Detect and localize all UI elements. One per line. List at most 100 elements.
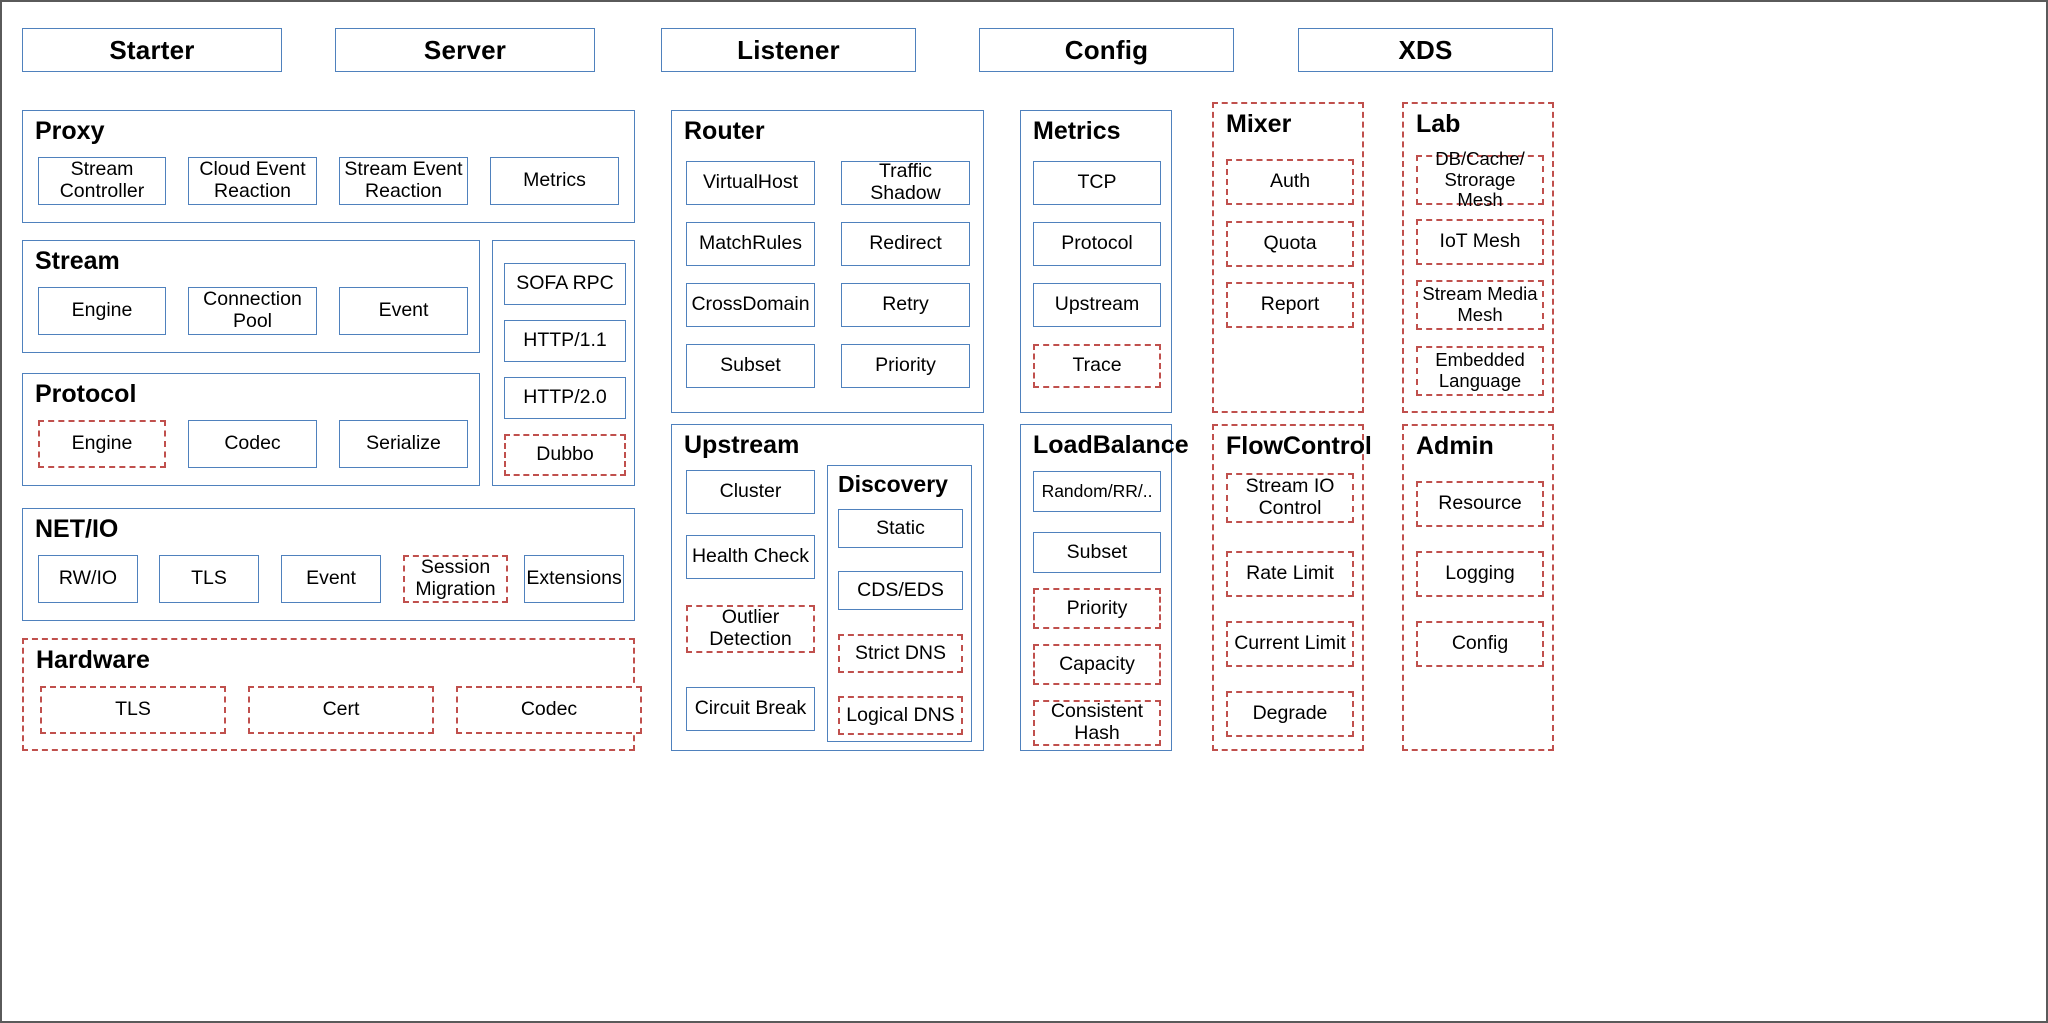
box-retry[interactable]: Retry [841, 283, 970, 327]
box-proxy-metrics[interactable]: Metrics [490, 157, 619, 205]
header-server-label: Server [423, 34, 507, 65]
box-redirect[interactable]: Redirect [841, 222, 970, 266]
box-hardware-codec[interactable]: Codec [456, 686, 642, 734]
box-outlier-detection[interactable]: Outlier Detection [686, 605, 815, 653]
box-dubbo[interactable]: Dubbo [504, 434, 626, 476]
box-matchrules[interactable]: MatchRules [686, 222, 815, 266]
box-netio-event[interactable]: Event [281, 555, 381, 603]
box-stream-io-control[interactable]: Stream IO Control [1226, 473, 1354, 523]
box-crossdomain[interactable]: CrossDomain [686, 283, 815, 327]
group-metrics-title: Metrics [1033, 117, 1121, 145]
group-proxy: Proxy Stream Controller Cloud Event Reac… [22, 110, 635, 223]
group-lab: Lab DB/Cache/ Strorage Mesh IoT Mesh Str… [1402, 102, 1554, 413]
group-router-title: Router [684, 117, 765, 145]
header-listener[interactable]: Listener [661, 28, 916, 72]
box-quota[interactable]: Quota [1226, 221, 1354, 267]
box-netio-tls[interactable]: TLS [159, 555, 259, 603]
box-iot-mesh[interactable]: IoT Mesh [1416, 219, 1544, 265]
group-stream-title: Stream [35, 247, 120, 275]
box-lb-priority[interactable]: Priority [1033, 588, 1161, 629]
box-protocol-serialize[interactable]: Serialize [339, 420, 468, 468]
group-loadbalance-title: LoadBalance [1033, 431, 1189, 459]
box-auth[interactable]: Auth [1226, 159, 1354, 205]
box-stream-controller[interactable]: Stream Controller [38, 157, 166, 205]
box-extensions[interactable]: Extensions [524, 555, 624, 603]
box-current-limit[interactable]: Current Limit [1226, 621, 1354, 667]
box-stream-media-mesh[interactable]: Stream Media Mesh [1416, 280, 1544, 330]
box-cluster[interactable]: Cluster [686, 470, 815, 514]
box-protocol-engine[interactable]: Engine [38, 420, 166, 468]
group-protocols: SOFA RPC HTTP/1.1 HTTP/2.0 Dubbo [492, 240, 635, 486]
header-xds[interactable]: XDS [1298, 28, 1553, 72]
group-metrics: Metrics TCP Protocol Upstream Trace [1020, 110, 1172, 413]
box-consistent-hash[interactable]: Consistent Hash [1033, 700, 1161, 746]
box-sofa-rpc[interactable]: SOFA RPC [504, 263, 626, 305]
box-admin-config[interactable]: Config [1416, 621, 1544, 667]
header-listener-label: Listener [737, 34, 840, 65]
header-starter-label: Starter [109, 34, 195, 65]
box-embedded-language[interactable]: Embedded Language [1416, 346, 1544, 396]
group-router: Router VirtualHost Traffic Shadow MatchR… [671, 110, 984, 413]
group-flowcontrol-title: FlowControl [1226, 432, 1372, 460]
box-stream-event-reaction[interactable]: Stream Event Reaction [339, 157, 468, 205]
box-metrics-tcp[interactable]: TCP [1033, 161, 1161, 205]
group-protocol-title: Protocol [35, 380, 137, 408]
box-logical-dns[interactable]: Logical DNS [838, 696, 963, 735]
box-db-cache-storage-mesh[interactable]: DB/Cache/ Strorage Mesh [1416, 148, 1544, 210]
box-virtualhost[interactable]: VirtualHost [686, 161, 815, 205]
box-stream-event[interactable]: Event [339, 287, 468, 335]
group-discovery: Discovery Static CDS/EDS Strict DNS Logi… [827, 465, 972, 742]
group-discovery-title: Discovery [838, 471, 948, 497]
group-mixer-title: Mixer [1226, 110, 1292, 138]
box-stream-engine[interactable]: Engine [38, 287, 166, 335]
box-strict-dns[interactable]: Strict DNS [838, 634, 963, 673]
group-admin: Admin Resource Logging Config [1402, 424, 1554, 751]
group-upstream-title: Upstream [684, 431, 800, 459]
group-netio-title: NET/IO [35, 515, 119, 543]
group-admin-title: Admin [1416, 432, 1494, 460]
box-logging[interactable]: Logging [1416, 551, 1544, 597]
box-connection-pool[interactable]: Connection Pool [188, 287, 317, 335]
box-hardware-cert[interactable]: Cert [248, 686, 434, 734]
box-lb-subset[interactable]: Subset [1033, 532, 1161, 573]
box-session-migration[interactable]: Session Migration [403, 555, 508, 603]
header-starter[interactable]: Starter [22, 28, 282, 72]
box-cloud-event-reaction[interactable]: Cloud Event Reaction [188, 157, 317, 205]
box-rw-io[interactable]: RW/IO [38, 555, 138, 603]
box-random-rr[interactable]: Random/RR/.. [1033, 471, 1161, 512]
box-health-check[interactable]: Health Check [686, 535, 815, 579]
box-traffic-shadow[interactable]: Traffic Shadow [841, 160, 970, 205]
box-static[interactable]: Static [838, 509, 963, 548]
box-metrics-upstream[interactable]: Upstream [1033, 283, 1161, 327]
box-router-priority[interactable]: Priority [841, 344, 970, 388]
group-hardware: Hardware TLS Cert Codec [22, 638, 642, 751]
box-lb-capacity[interactable]: Capacity [1033, 644, 1161, 685]
group-flowcontrol: FlowControl Stream IO Control Rate Limit… [1212, 424, 1372, 751]
box-metrics-trace[interactable]: Trace [1033, 344, 1161, 388]
group-hardware-title: Hardware [36, 646, 150, 674]
group-mixer: Mixer Auth Quota Report [1212, 102, 1364, 413]
box-circuit-break[interactable]: Circuit Break [686, 687, 815, 731]
group-stream: Stream Engine Connection Pool Event [22, 240, 480, 353]
box-http11[interactable]: HTTP/1.1 [504, 320, 626, 362]
header-config[interactable]: Config [979, 28, 1234, 72]
box-report[interactable]: Report [1226, 282, 1354, 328]
header-config-label: Config [1064, 34, 1149, 65]
box-cds-eds[interactable]: CDS/EDS [838, 571, 963, 610]
box-router-subset[interactable]: Subset [686, 344, 815, 388]
box-protocol-codec[interactable]: Codec [188, 420, 317, 468]
box-http20[interactable]: HTTP/2.0 [504, 377, 626, 419]
box-resource[interactable]: Resource [1416, 481, 1544, 527]
group-protocol: Protocol Engine Codec Serialize [22, 373, 480, 486]
box-metrics-protocol[interactable]: Protocol [1033, 222, 1161, 266]
header-xds-label: XDS [1398, 34, 1453, 65]
box-rate-limit[interactable]: Rate Limit [1226, 551, 1354, 597]
group-upstream: Upstream Cluster Health Check Outlier De… [671, 424, 984, 751]
group-lab-title: Lab [1416, 110, 1461, 138]
box-hardware-tls[interactable]: TLS [40, 686, 226, 734]
header-server[interactable]: Server [335, 28, 595, 72]
box-degrade[interactable]: Degrade [1226, 691, 1354, 737]
group-netio: NET/IO RW/IO TLS Event Session Migration… [22, 508, 635, 621]
group-loadbalance: LoadBalance Random/RR/.. Subset Priority… [1020, 424, 1189, 751]
